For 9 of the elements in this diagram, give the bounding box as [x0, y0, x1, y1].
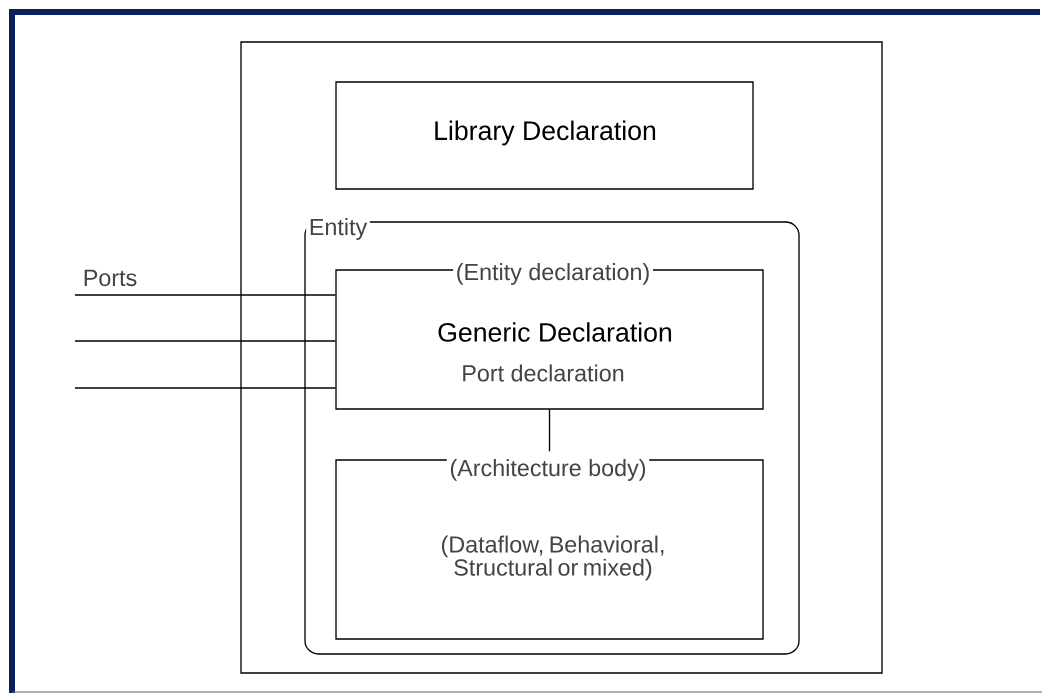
architecture-box: (Architecture body) (Dataflow, Behavioral, Structural or mixed): [335, 456, 764, 640]
outer-box: [240, 41, 883, 674]
port-line: [74, 387, 336, 389]
port-line: [74, 340, 336, 342]
library-box: Library Declaration: [335, 81, 754, 190]
entity-declaration-box: (Entity declaration) Generic Declaration Port declaration: [335, 260, 764, 410]
connector-line: [548, 409, 551, 452]
port-line: [74, 294, 336, 296]
edge-label: Ports: [84, 269, 137, 287]
